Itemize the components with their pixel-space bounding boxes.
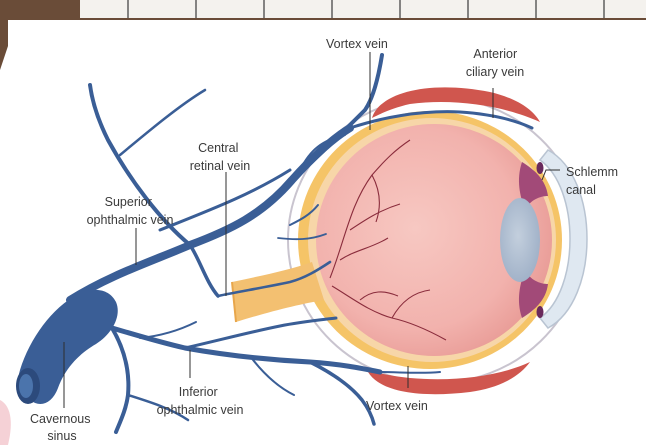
label-vortex-vein-bottom: Vortex vein <box>366 399 428 413</box>
label-vortex-vein-top: Vortex vein <box>326 37 388 51</box>
grid-paper-band <box>80 0 646 18</box>
lens <box>500 198 540 282</box>
